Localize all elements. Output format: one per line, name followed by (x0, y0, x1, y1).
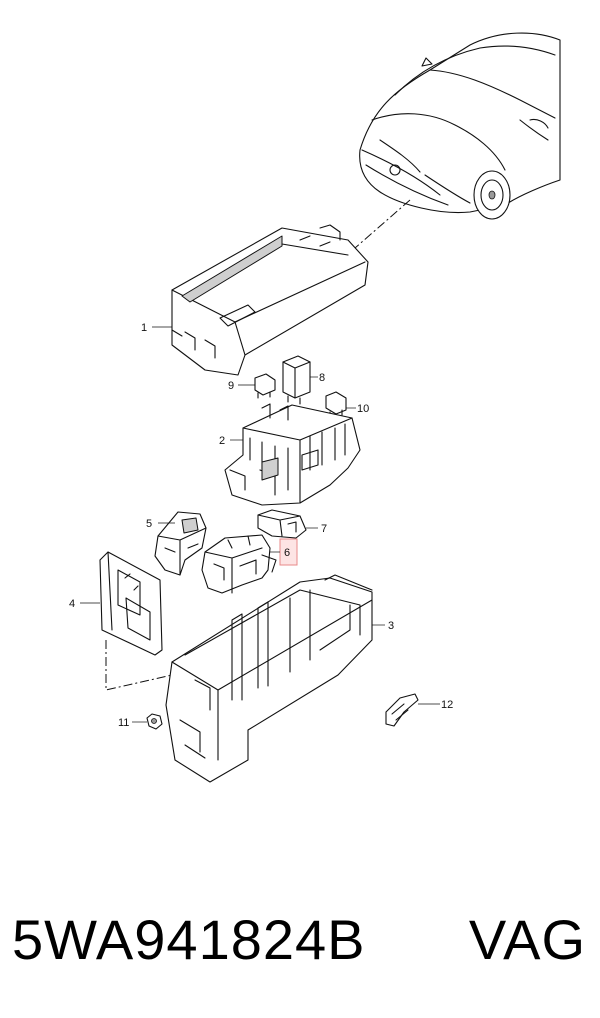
part-7-bracket (257, 509, 307, 539)
part-4-bracket (99, 551, 173, 691)
callout-7: 7 (321, 523, 327, 535)
part-6-holder (201, 534, 277, 594)
part-12-clip (385, 693, 419, 727)
callout-11: 11 (118, 717, 129, 729)
part-number: 5WA941824B (12, 908, 366, 971)
callout-5: 5 (146, 518, 152, 530)
callout-3: 3 (388, 620, 394, 632)
callout-6: 6 (284, 547, 290, 559)
part-11-nut (146, 713, 163, 730)
exploded-parts-diagram: 1 2 3 4 5 6 7 8 9 10 11 12 (69, 32, 561, 783)
part-1-cover (171, 224, 369, 376)
part-2-fuse-carrier (224, 403, 361, 506)
callout-1: 1 (141, 322, 147, 334)
callout-4: 4 (69, 598, 75, 610)
part-3-housing (165, 574, 373, 783)
part-5-holder (154, 511, 207, 576)
callouts: 1 2 3 4 5 6 7 8 9 10 11 12 (69, 322, 453, 729)
footer: 5WA941824B VAG (0, 890, 600, 990)
leader-car-to-box (354, 199, 411, 249)
callout-9: 9 (228, 380, 234, 392)
callout-2: 2 (219, 435, 225, 447)
callout-10: 10 (357, 403, 369, 415)
brand-name: VAG (468, 908, 586, 971)
car-illustration (359, 32, 561, 220)
part-9-fuse (254, 373, 276, 399)
callout-12: 12 (441, 699, 453, 711)
part-8-relay (282, 355, 311, 405)
callout-8: 8 (319, 372, 325, 384)
